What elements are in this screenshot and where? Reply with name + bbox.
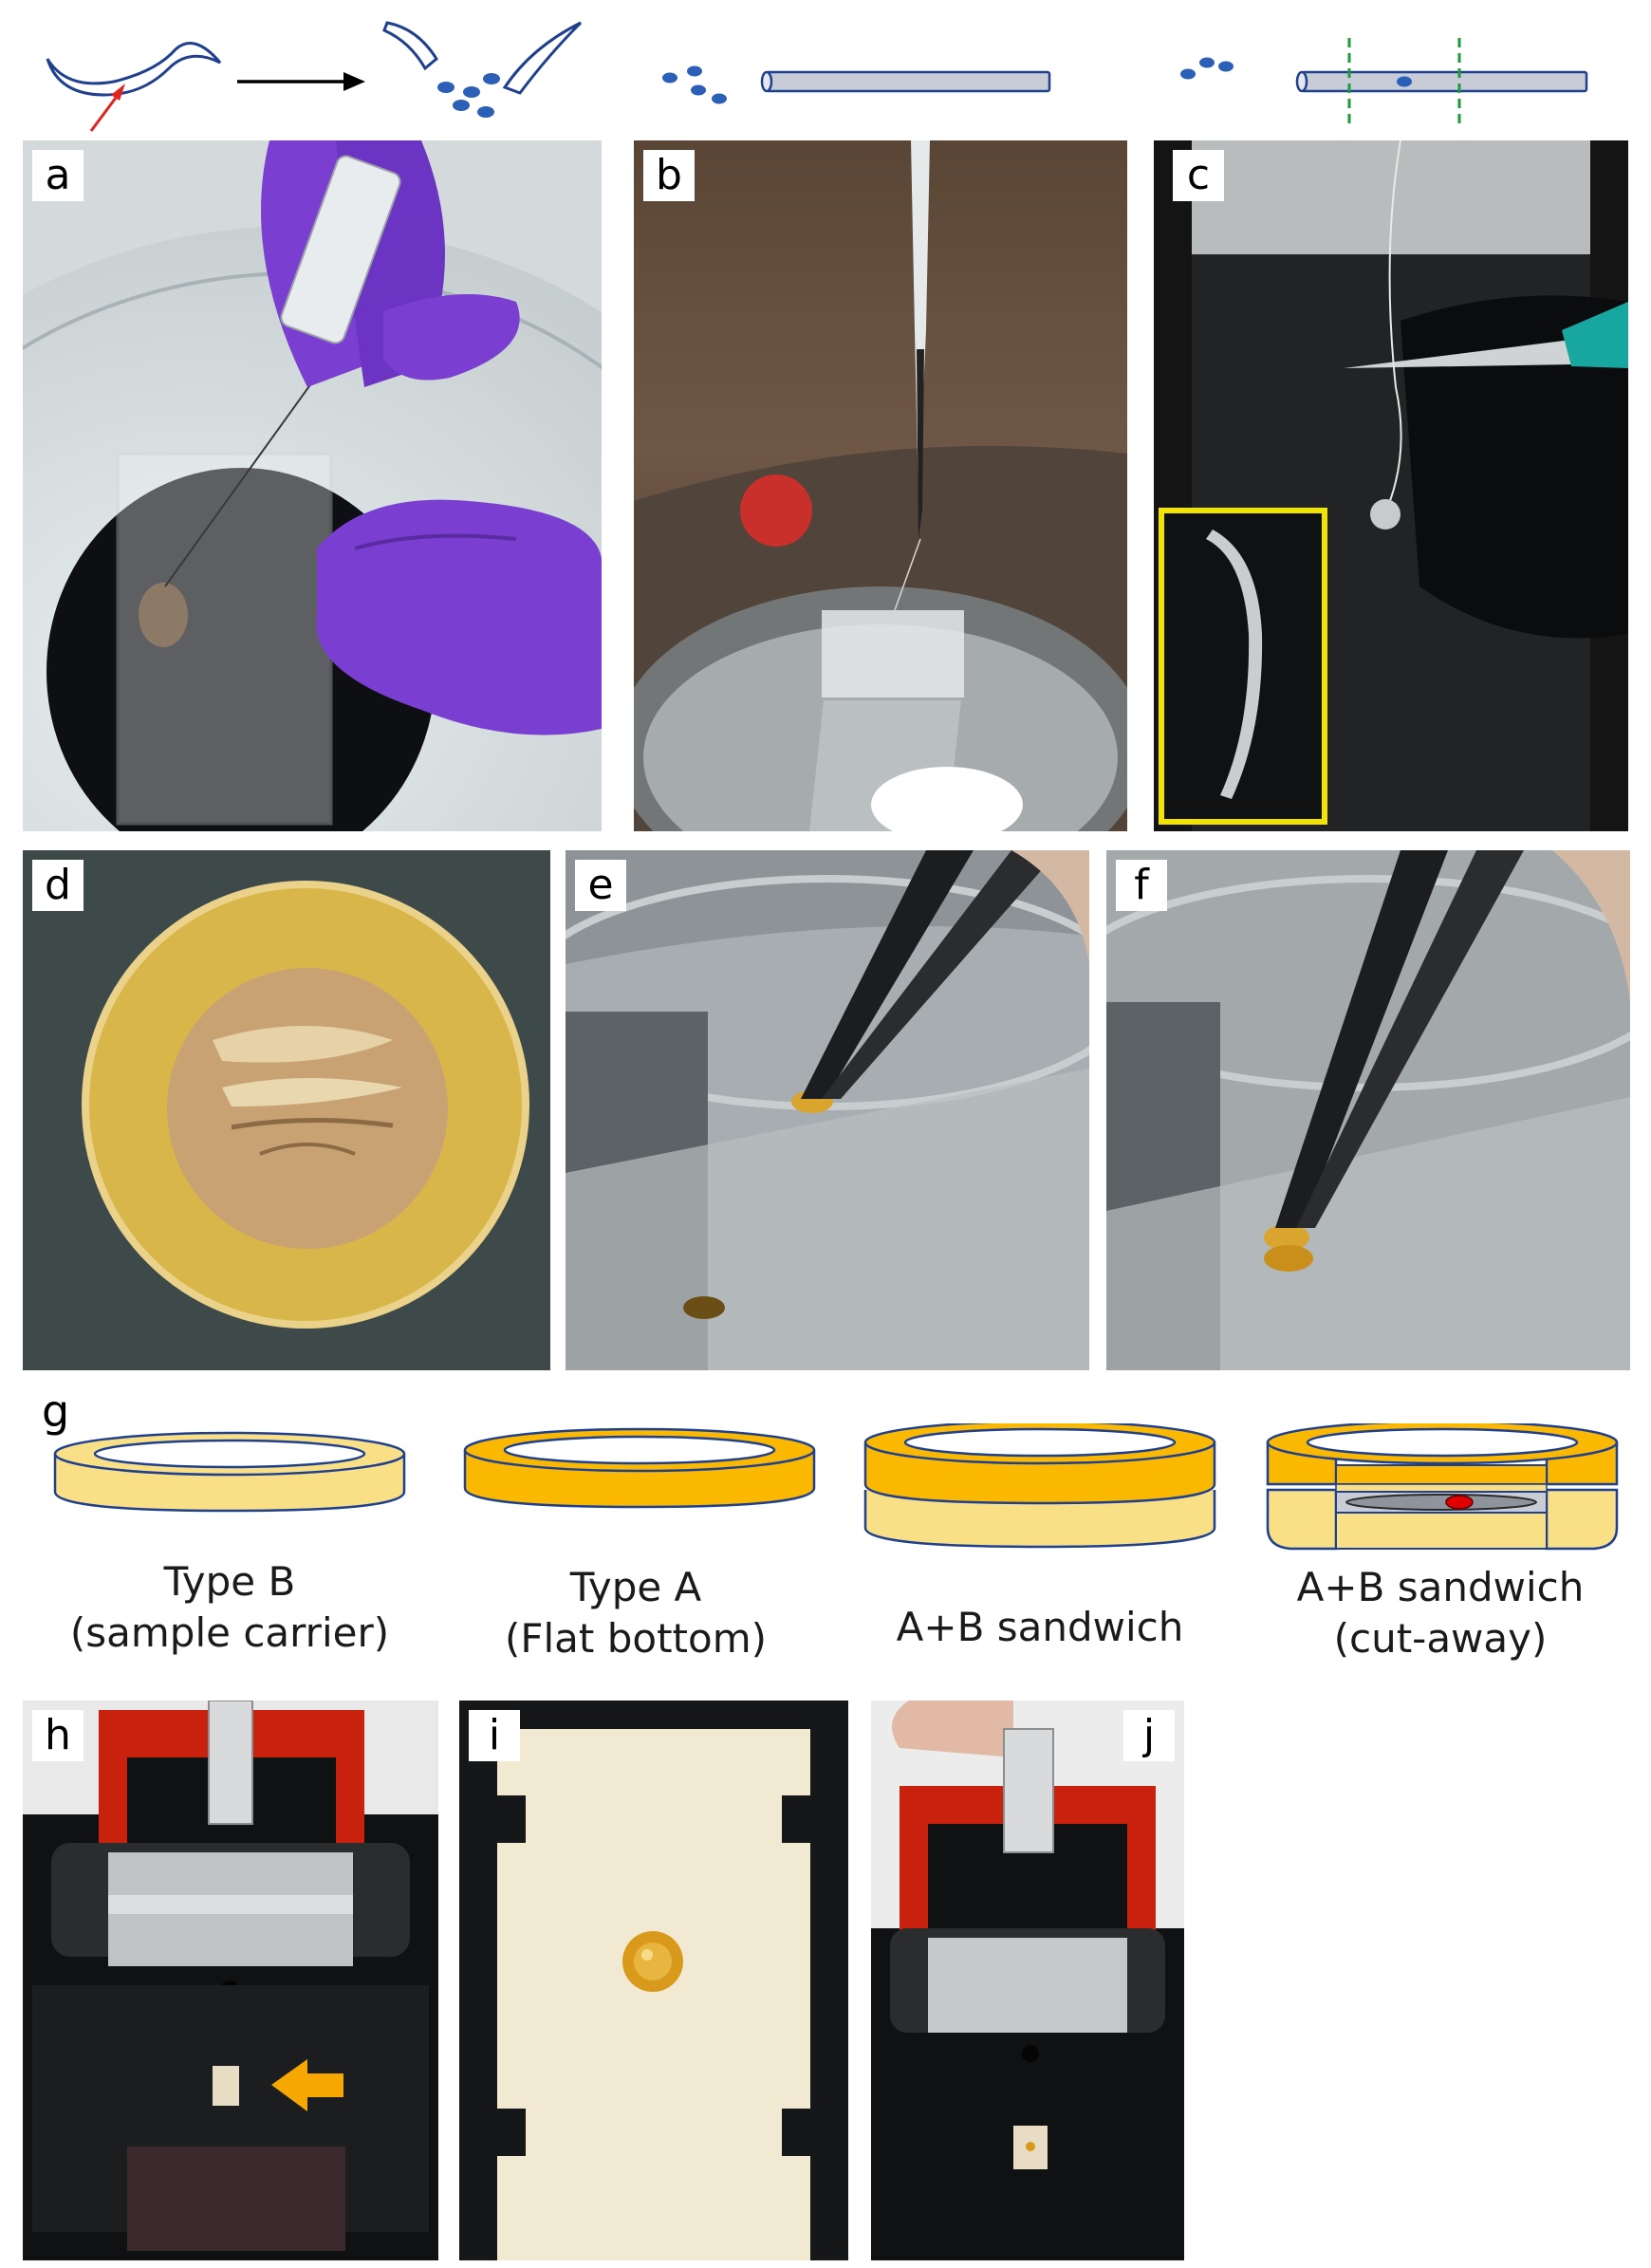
panel-c-photo: c xyxy=(1154,140,1628,831)
panel-i-photo: i xyxy=(459,1701,848,2260)
caption-ab-cutaway-line2: (cut-away) xyxy=(1333,1615,1548,1662)
panel-g-label: g xyxy=(42,1385,70,1437)
panel-b-photo: b xyxy=(634,140,1127,831)
caption-ab-sandwich-line1: A+B sandwich xyxy=(896,1604,1184,1650)
panel-h-label: h xyxy=(32,1710,83,1761)
process-arrow-icon xyxy=(237,72,365,91)
panel-e-label: e xyxy=(575,860,626,911)
type-b-carrier-icon xyxy=(53,1431,406,1513)
panel-h-photo: h xyxy=(23,1701,438,2260)
panel-a-label: a xyxy=(32,150,83,201)
ab-sandwich-icon xyxy=(863,1423,1216,1549)
worm-halves-icon xyxy=(382,21,583,95)
caption-type-a-line1: Type A xyxy=(569,1564,702,1610)
panel-d-photo: d xyxy=(23,850,550,1370)
panel-a-photo: a xyxy=(23,140,602,831)
panel-f-label: f xyxy=(1116,860,1167,911)
caption-type-b-line1: Type B xyxy=(163,1558,296,1605)
loaded-capillary-icon xyxy=(1295,38,1588,128)
panel-d-label: d xyxy=(32,860,83,911)
ab-sandwich-cutaway-icon xyxy=(1266,1423,1619,1551)
caption-ab-cutaway-line1: A+B sandwich xyxy=(1296,1564,1585,1610)
caption-type-b: Type B (sample carrier) xyxy=(59,1556,400,1659)
embryos-icon-2 xyxy=(1180,57,1234,80)
panel-f-photo: f xyxy=(1106,850,1630,1370)
caption-type-b-line2: (sample carrier) xyxy=(69,1609,390,1656)
panel-j-label: j xyxy=(1123,1710,1175,1761)
type-a-carrier-icon xyxy=(463,1427,816,1509)
worm-whole-icon xyxy=(46,42,222,97)
caption-ab-cutaway: A+B sandwich (cut-away) xyxy=(1251,1562,1630,1664)
capillary-tube-icon xyxy=(760,70,1051,93)
released-embryos-icon xyxy=(437,73,500,118)
top-schematic xyxy=(46,21,1588,132)
panel-b-label: b xyxy=(643,150,695,201)
panel-e-photo: e xyxy=(566,850,1089,1370)
caption-type-a: Type A (Flat bottom) xyxy=(465,1562,807,1664)
cut-arrow-icon xyxy=(89,84,125,132)
panel-i-label: i xyxy=(469,1710,520,1761)
embryos-icon xyxy=(662,65,727,104)
caption-type-a-line2: (Flat bottom) xyxy=(504,1615,768,1662)
panel-j-photo: j xyxy=(871,1701,1184,2260)
panel-c-label: c xyxy=(1173,150,1224,201)
carrier-schematics xyxy=(53,1423,1619,1551)
caption-ab-sandwich: A+B sandwich xyxy=(850,1602,1230,1653)
